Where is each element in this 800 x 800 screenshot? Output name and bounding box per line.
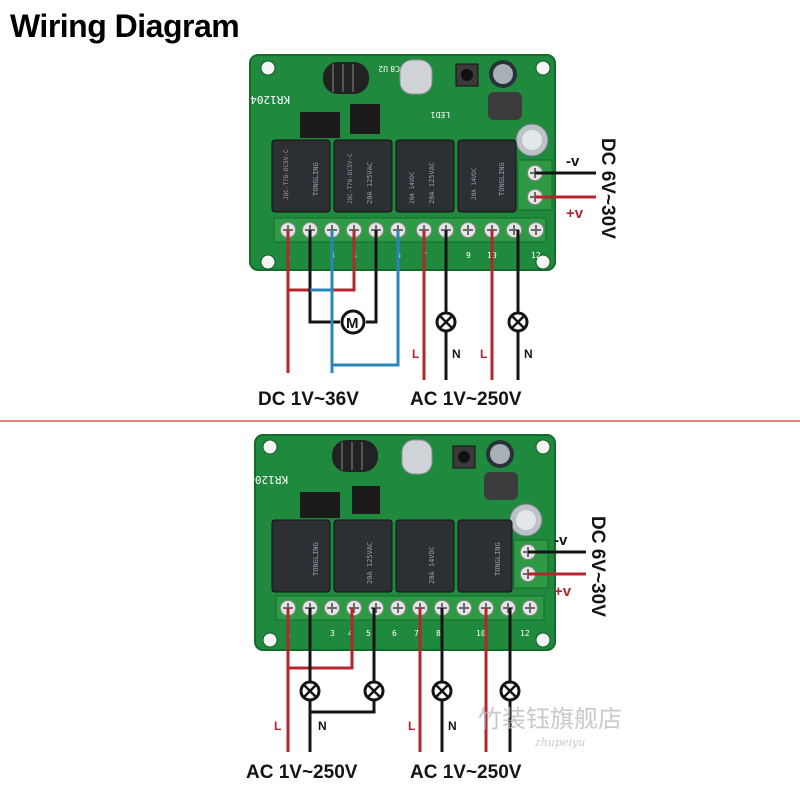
antenna-coil <box>323 62 369 94</box>
inductor <box>488 92 522 120</box>
bottom-power-plus: +v <box>554 583 572 600</box>
bottom-left-live: L <box>274 719 281 733</box>
relay-3: 20A 14VDC <box>395 519 455 593</box>
ic-chip-2 <box>352 486 380 514</box>
bottom-right-supply: AC 1V~250V <box>410 762 522 783</box>
svg-text:JQC-T78-DC5V-C: JQC-T78-DC5V-C <box>283 149 290 200</box>
top-right-supply: AC 1V~250V <box>410 389 522 410</box>
ic-chip-2 <box>350 104 380 134</box>
lamp-icon <box>507 311 529 333</box>
antenna-coil <box>332 440 378 472</box>
relay-2: 20A 125VAC <box>333 519 393 593</box>
svg-text:TONGLING: TONGLING <box>312 542 320 576</box>
lamp-icon <box>435 311 457 333</box>
motor-circuit <box>286 230 400 373</box>
relay-2: 20A 125VAC JQC-T78-DC5V-C <box>333 139 393 213</box>
top-left-supply: DC 1V~36V <box>258 389 359 410</box>
bottom-right1-live: L <box>408 719 415 733</box>
output-terminal-block <box>275 595 545 621</box>
relay-4: TONGLING 20A 14VDC <box>457 139 517 213</box>
relay-board-top: KR1204-4-V02 U2 C8 LED1 TONGLING JQC-T78… <box>211 54 556 271</box>
svg-text:3: 3 <box>330 629 335 638</box>
lamp-icon <box>431 680 453 702</box>
ac-load-circuit-bottom-right <box>418 608 512 752</box>
page-title: Wiring Diagram <box>10 8 240 44</box>
ic-chip <box>300 112 340 138</box>
top-power-plus: +v <box>566 205 584 222</box>
svg-text:20A 125VAC: 20A 125VAC <box>366 162 374 204</box>
inductor <box>484 472 518 500</box>
relay-1: TONGLING JQC-T78-DC5V-C <box>271 139 331 213</box>
svg-text:10: 10 <box>476 629 486 638</box>
board-model: KR1204-4-V02 <box>211 93 290 106</box>
svg-text:5: 5 <box>366 629 371 638</box>
relay-board-bottom: KR1204-4-V02 TONGLING 20A 125VAC 20A 14V… <box>209 434 556 651</box>
bottom-power-minus: -v <box>554 532 568 549</box>
ic-chip <box>300 492 340 518</box>
bottom-right1-neutral: N <box>448 719 457 733</box>
bottom-left-supply: AC 1V~250V <box>246 762 358 783</box>
svg-text:8: 8 <box>436 629 441 638</box>
relay-3: 20A 125VAC 20A 14VDC <box>395 139 455 213</box>
svg-text:20A 14VDC: 20A 14VDC <box>471 167 478 200</box>
load2-neutral: N <box>524 347 533 361</box>
relay-1: TONGLING <box>271 519 331 593</box>
top-power-label: DC 6V~30V <box>597 138 618 239</box>
svg-text:TONGLING: TONGLING <box>494 542 502 576</box>
load1-live: L <box>412 347 419 361</box>
lamp-icon <box>499 680 521 702</box>
svg-text:12: 12 <box>520 629 530 638</box>
board-model: KR1204-4-V02 <box>209 473 288 486</box>
bottom-left-neutral: N <box>318 719 327 733</box>
svg-text:20A 14VDC: 20A 14VDC <box>428 546 436 584</box>
relay-4: TONGLING <box>457 519 513 593</box>
svg-text:TONGLING: TONGLING <box>498 162 506 196</box>
crystal <box>401 439 433 475</box>
svg-text:12: 12 <box>531 251 541 260</box>
output-terminal-block <box>273 217 547 243</box>
svg-text:7: 7 <box>414 629 419 638</box>
svg-text:20A 14VDC: 20A 14VDC <box>409 171 416 204</box>
top-power-minus: -v <box>566 153 580 170</box>
ac-load-circuit-bottom-left <box>286 608 376 752</box>
component-u2: U2 <box>378 64 388 73</box>
svg-text:20A 125VAC: 20A 125VAC <box>428 162 436 204</box>
svg-text:JQC-T78-DC5V-C: JQC-T78-DC5V-C <box>347 153 354 204</box>
bottom-power-label: DC 6V~30V <box>587 516 608 617</box>
load1-neutral: N <box>452 347 461 361</box>
motor-symbol <box>340 309 366 335</box>
svg-text:20A 125VAC: 20A 125VAC <box>366 542 374 584</box>
lamp-icon <box>299 680 321 702</box>
lamp-icon <box>363 680 385 702</box>
watermark-pinyin: zhupeiyu <box>534 736 585 749</box>
load2-live: L <box>480 347 487 361</box>
motor-label: M <box>346 315 359 332</box>
component-c8: C8 <box>390 64 400 73</box>
watermark: 竹装钰旗舰店 <box>478 705 622 733</box>
component-led1: LED1 <box>431 110 450 119</box>
crystal <box>399 59 433 95</box>
svg-text:TONGLING: TONGLING <box>312 162 320 196</box>
bottom-section: KR1204-4-V02 TONGLING 20A 125VAC 20A 14V… <box>209 434 622 783</box>
ac-load-circuit-top <box>422 230 520 380</box>
svg-text:6: 6 <box>392 629 397 638</box>
top-section: KR1204-4-V02 U2 C8 LED1 TONGLING JQC-T78… <box>211 54 618 410</box>
svg-text:9: 9 <box>466 251 471 260</box>
